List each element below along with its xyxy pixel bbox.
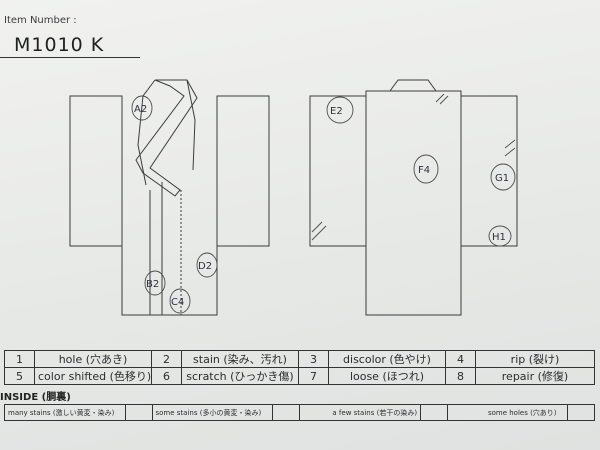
mark-g1-circle (490, 163, 516, 191)
item-number-label: Item Number : (4, 15, 77, 26)
back-view: E2 F4 G1 H1 (309, 79, 518, 316)
front-collar-right (186, 79, 196, 171)
mark-d2-circle (196, 252, 218, 278)
legend-text: repair (修復) (475, 367, 595, 385)
hatch-2 (311, 225, 327, 241)
front-view: A2 D2 B2 C4 (69, 79, 270, 316)
front-collar (135, 79, 198, 197)
mark-h1-circle (488, 225, 512, 247)
hatch-5 (504, 139, 516, 149)
inside-option: many stains (激しい黄変・染み) (4, 404, 153, 421)
inside-option-label: some stains (多小の黄変・染み) (155, 408, 262, 417)
mark-c4-label: C4 (171, 297, 184, 308)
legend-number: 3 (298, 350, 329, 368)
legend-text: stain (染み、汚れ) (181, 350, 299, 368)
legend-text: scratch (ひっかき傷) (181, 367, 299, 385)
legend-text: color shifted (色移り) (34, 367, 152, 385)
inside-option-box (567, 405, 594, 420)
legend-number: 7 (298, 367, 329, 385)
legend-number: 4 (445, 350, 476, 368)
legend-text: discolor (色やけ) (328, 350, 446, 368)
hatch-3 (435, 93, 445, 103)
legend-number: 5 (4, 367, 35, 385)
back-left-sleeve (309, 95, 367, 247)
inside-option-label: some holes (穴あり) (487, 408, 557, 417)
back-collar (389, 79, 437, 92)
hatch-1 (311, 221, 323, 233)
mark-e2-circle (326, 96, 354, 124)
inside-option: a few stains (若干の染み) (299, 404, 448, 421)
mark-b2-label: B2 (146, 279, 159, 290)
inside-section-title: INSIDE (胴裏) (0, 392, 71, 403)
mark-a2-circle (131, 95, 153, 121)
inside-option-box (272, 405, 299, 420)
front-body-outline (121, 96, 218, 316)
legend-number: 1 (4, 350, 35, 368)
mark-g1-label: G1 (495, 173, 509, 184)
defect-legend-table: 1 hole (穴あき) 2 stain (染み、汚れ) 3 discolor … (4, 350, 595, 385)
garment-diagram: A2 D2 B2 C4 E2 F4 G1 (69, 79, 518, 316)
legend-text: loose (ほつれ) (328, 367, 446, 385)
inside-option-box (419, 405, 447, 420)
mark-c4-circle (169, 288, 191, 314)
front-left-sleeve (69, 95, 123, 247)
item-number-value: M1010 K (14, 34, 105, 56)
mark-f4-label: F4 (418, 165, 430, 176)
legend-number: 6 (151, 367, 182, 385)
inside-lining-row: many stains (激しい黄変・染み) some stains (多小の黄… (4, 404, 595, 421)
front-collar-left (137, 79, 156, 186)
back-right-sleeve (460, 95, 518, 247)
inside-option-label: a few stains (若干の染み) (332, 408, 418, 417)
back-body (365, 90, 462, 316)
item-number-underline (0, 57, 140, 58)
inside-option: some stains (多小の黄変・染み) (151, 404, 300, 421)
front-right-sleeve (216, 95, 270, 247)
hatch-4 (439, 95, 449, 105)
mark-a2-label: A2 (134, 104, 147, 115)
mark-d2-label: D2 (198, 261, 212, 272)
legend-row: 5 color shifted (色移り) 6 scratch (ひっかき傷) … (4, 367, 595, 385)
mark-h1-label: H1 (492, 232, 506, 243)
legend-number: 8 (445, 367, 476, 385)
inside-option-box (124, 405, 152, 420)
legend-row: 1 hole (穴あき) 2 stain (染み、汚れ) 3 discolor … (4, 350, 595, 368)
mark-f4-circle (413, 154, 439, 184)
hatch-6 (504, 147, 516, 157)
inside-option-label: many stains (激しい黄変・染み) (8, 408, 115, 417)
legend-text: hole (穴あき) (34, 350, 152, 368)
inside-option: some holes (穴あり) (446, 404, 595, 421)
legend-text: rip (裂け) (475, 350, 595, 368)
mark-e2-label: E2 (330, 106, 343, 117)
legend-number: 2 (151, 350, 182, 368)
mark-b2-circle (144, 270, 166, 296)
